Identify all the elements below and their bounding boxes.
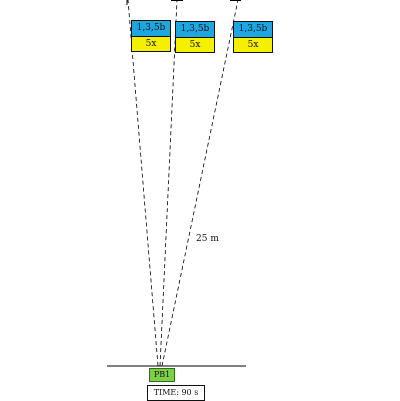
target-3: 1,3,5b 5x: [233, 21, 273, 53]
target-1-shots: 5x: [132, 36, 170, 51]
shot-line-right: [161, 0, 239, 367]
target-2-label: 1,3,5b: [176, 22, 214, 37]
shot-line-middle: [159, 0, 178, 367]
position-box: PB1: [149, 368, 175, 382]
target-1: 1,3,5b 5x: [131, 20, 171, 52]
shot-line-left: [127, 0, 159, 367]
target-2: 1,3,5b 5x: [175, 21, 215, 53]
time-box: TIME: 90 s: [147, 385, 205, 401]
target-3-shots: 5x: [234, 37, 272, 52]
target-2-shots: 5x: [176, 37, 214, 52]
target-3-label: 1,3,5b: [234, 22, 272, 37]
target-1-label: 1,3,5b: [132, 21, 170, 36]
distance-label: 25 m: [196, 234, 219, 244]
